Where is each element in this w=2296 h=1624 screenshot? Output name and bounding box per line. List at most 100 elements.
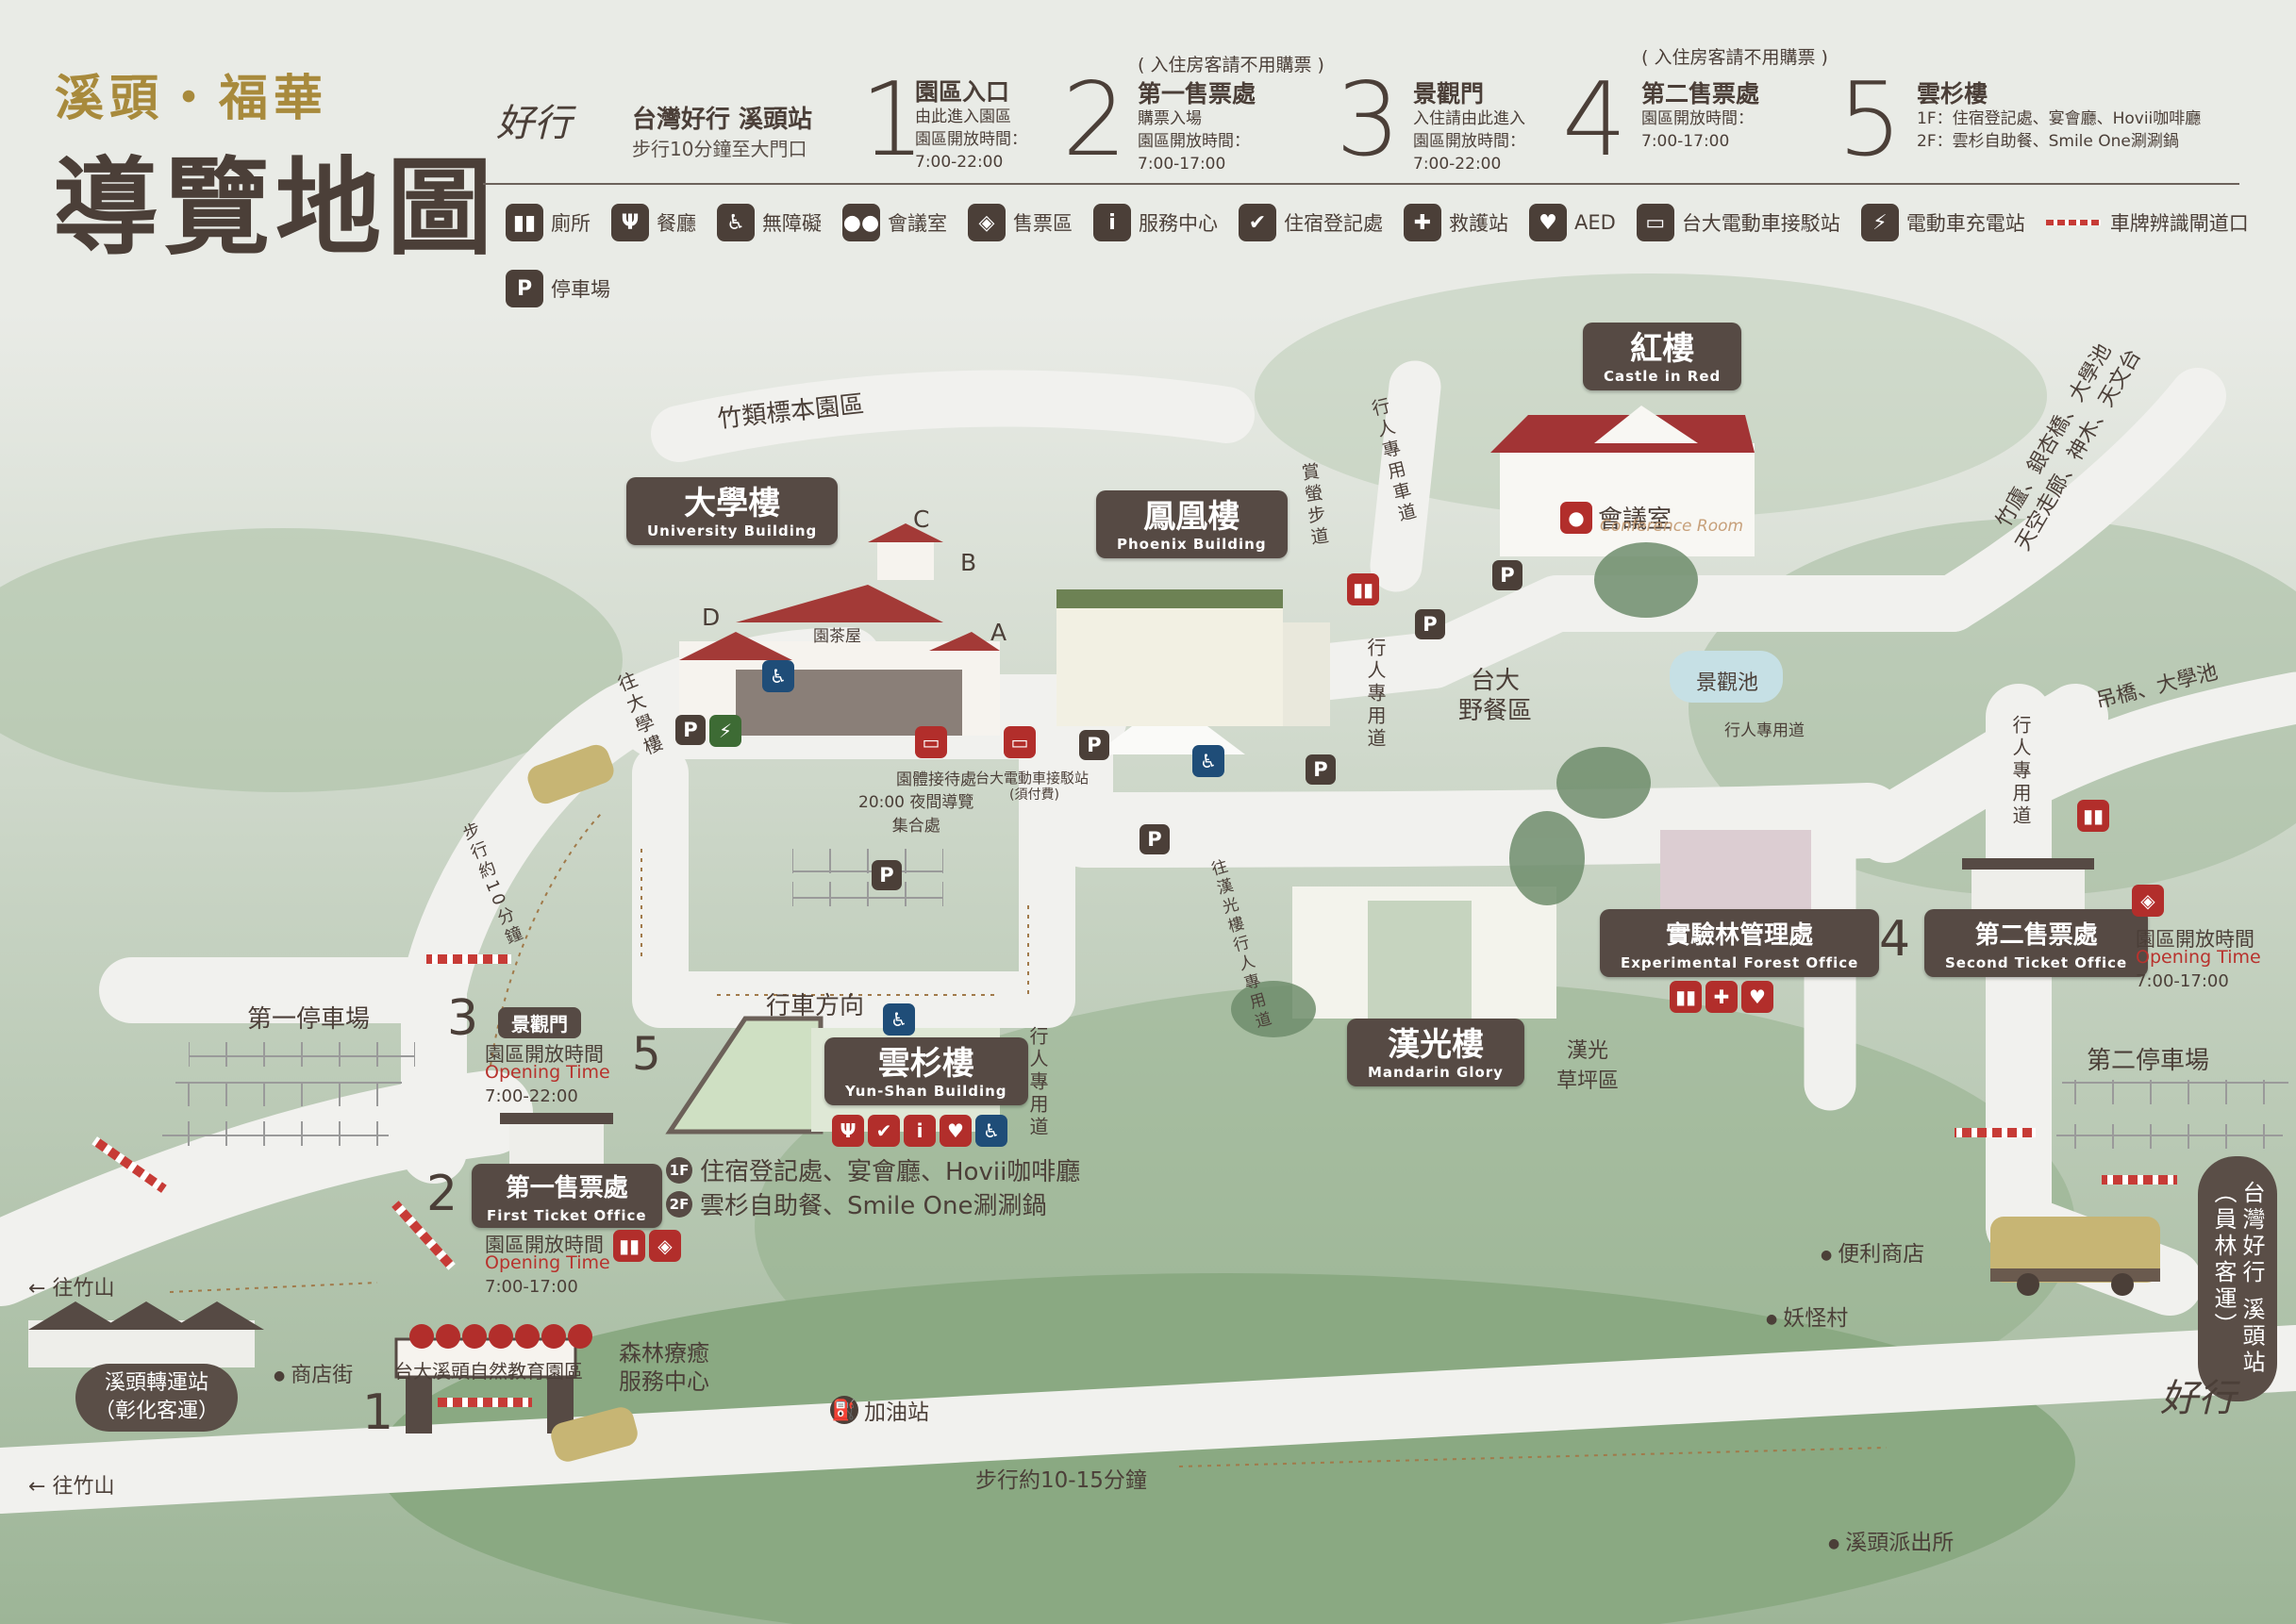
- parking-icon: P: [675, 715, 706, 745]
- entrance-label[interactable]: 台大溪頭自然教育園區: [394, 1360, 583, 1383]
- restaurant-icon: Ψ: [832, 1115, 864, 1147]
- phoenix-building-sign[interactable]: 鳳凰樓 Phoenix Building: [1096, 490, 1288, 558]
- ev-charging-icon: ⚡: [1860, 204, 1899, 241]
- car-illustration: [527, 744, 638, 1462]
- traffic-direction-label: 行車方向: [766, 992, 865, 1020]
- second-ticket-illustration: [1962, 858, 2094, 910]
- second-ticket-sign[interactable]: 第二售票處 Second Ticket Office: [1924, 909, 2149, 977]
- plate-gates: [92, 954, 2177, 1407]
- legend-first-aid: ✚救護站: [1404, 204, 1508, 241]
- forest-office-illustration: [1660, 830, 1811, 915]
- gate-hours-label: 園區開放時間: [485, 1043, 604, 1066]
- first-ticket-facilities: ▮▮ ◈: [613, 1230, 681, 1262]
- transfer-station-label[interactable]: 溪頭轉運站 （彰化客運）: [75, 1364, 239, 1432]
- forest-office-sign[interactable]: 實驗林管理處 Experimental Forest Office: [1600, 909, 1880, 977]
- pond-shape: [1670, 651, 1783, 703]
- transfer-station-illustration: [28, 1301, 264, 1367]
- bus-illustration: [1990, 1217, 2160, 1296]
- legend-meeting-room: ●●會議室: [842, 204, 947, 241]
- toilet-icon: ▮▮: [506, 204, 543, 241]
- first-ticket-sign[interactable]: 第一售票處 First Ticket Office: [472, 1164, 662, 1228]
- brand-logo-bottom: 好行: [2160, 1377, 2236, 1420]
- info-icon: i: [1093, 204, 1131, 241]
- toilet-icon: ▮▮: [1670, 981, 1702, 1013]
- walk-15-label: 步行約10-15分鐘: [975, 1468, 1147, 1493]
- yunshan-building-sign[interactable]: 雲杉樓 Yun-Shan Building: [824, 1037, 1028, 1105]
- gas-station: ⛽ 加油站: [830, 1394, 929, 1426]
- ped-only-label: 行人專用道: [1724, 721, 1805, 740]
- header-lines-1: 由此進入園區 園區開放時間： 7:00-22:00: [915, 108, 1027, 172]
- second-parking-label: 第二停車場: [2087, 1047, 2210, 1075]
- mandarin-glory-sign[interactable]: 漢光樓 Mandarin Glory: [1347, 1019, 1524, 1086]
- parking-icon: P: [1415, 609, 1445, 639]
- to-zhushan-bottom: ← 往竹山: [28, 1475, 115, 1499]
- university-building-sign[interactable]: 大學樓 University Building: [626, 477, 839, 545]
- phoenix-building-illustration: [1056, 589, 1330, 754]
- aed-icon: ♥: [940, 1115, 972, 1147]
- lawn-label: 漢光 草坪區: [1556, 1039, 1620, 1093]
- legend-accessible: ♿無障礙: [717, 204, 822, 241]
- wing-b: B: [960, 549, 977, 576]
- castle-in-red-sign[interactable]: 紅樓 Castle in Red: [1583, 323, 1742, 390]
- header-divider: [483, 183, 2239, 185]
- ev-charging-icon: ⚡: [709, 715, 741, 747]
- shop-street-label: 商店街: [274, 1358, 353, 1388]
- forest-office-facilities: ▮▮ ✚ ♥: [1670, 981, 1773, 1013]
- gas-station-icon: ⛽: [830, 1396, 858, 1424]
- ped-road-label-2: 行人專用道: [1026, 1026, 1049, 1139]
- header-num-4: 4: [1562, 61, 1627, 179]
- convenience-store-label: 便利商店: [1821, 1235, 1924, 1268]
- walking-paths: [169, 810, 1888, 1467]
- taiwan-tourist-shuttle-stop[interactable]: 台灣好行 溪頭站 （員林客運）: [2198, 1156, 2277, 1401]
- legend-ev-charging: ⚡電動車充電站: [1860, 204, 2025, 241]
- parking-icon: P: [1079, 730, 1109, 760]
- ped-road-label-3: 行人專用道: [2009, 715, 2032, 828]
- reception-label: 園體接待處: [896, 771, 976, 789]
- parking-icon: P: [1492, 560, 1522, 590]
- header-title-5: 雲杉樓: [1917, 80, 1988, 108]
- gate-sign[interactable]: 景觀門: [498, 1007, 581, 1038]
- first-ticket-num: 2: [426, 1166, 458, 1222]
- legend-plate-gate: 車牌辨識閘道口: [2045, 208, 2249, 237]
- meeting-room-icon: ●: [1560, 501, 1592, 534]
- header-title-1: 園區入口: [915, 78, 1010, 106]
- header-num-2: 2: [1062, 61, 1127, 179]
- entrance-lanterns: [409, 1324, 592, 1349]
- check-in-icon: ✔: [1239, 204, 1276, 241]
- shuttle-pay-label: (須付費): [1009, 787, 1059, 803]
- second-ticket-hours-en: Opening Time: [2136, 947, 2261, 968]
- bus-station-name: 台灣好行 溪頭站: [632, 106, 813, 134]
- header-num-3: 3: [1336, 61, 1401, 179]
- gate-num: 3: [447, 990, 479, 1047]
- mandarin-building-illustration: [1292, 887, 1556, 1019]
- shuttle-station-label: 台大電動車接駁站: [975, 770, 1090, 787]
- wing-d: D: [702, 604, 721, 631]
- header-note-4: ( 入住房客請不用購票 ): [1641, 47, 1828, 68]
- toilet-icon: ▮▮: [1347, 573, 1379, 605]
- legend-toilet: ▮▮廁所: [506, 204, 591, 241]
- shuttle-icon: ▭: [915, 726, 947, 758]
- header-note-2: ( 入住房客請不用購票 ): [1138, 55, 1324, 75]
- accessible-icon: ♿: [1192, 745, 1224, 777]
- check-in-icon: ✔: [868, 1115, 900, 1147]
- night-tour-label: 20:00 夜間導覽 集合處: [858, 793, 974, 836]
- header-title-3: 景觀門: [1413, 80, 1485, 108]
- info-icon: i: [904, 1115, 936, 1147]
- accessible-icon: ♿: [717, 204, 755, 241]
- yunshan-floor-2: 2F 雲杉自助餐、Smile One涮涮鍋: [666, 1186, 1046, 1221]
- header-num-1: 1: [860, 61, 925, 179]
- header-title-4: 第二售票處: [1641, 80, 1760, 108]
- aed-icon: ♥: [1741, 981, 1773, 1013]
- castle-in-red-illustration: [1490, 406, 1755, 556]
- pond-label: 景觀池: [1696, 671, 1759, 695]
- toilet-icon: ▮▮: [613, 1230, 645, 1262]
- shuttle-icon: ▭: [1004, 726, 1036, 758]
- entrance-num: 1: [362, 1384, 394, 1441]
- accessible-icon: ♿: [883, 1003, 915, 1036]
- parking-icon: P: [872, 860, 902, 890]
- ped-road-label-1: 行人專用道: [1364, 638, 1387, 751]
- header-title-2: 第一售票處: [1138, 80, 1256, 108]
